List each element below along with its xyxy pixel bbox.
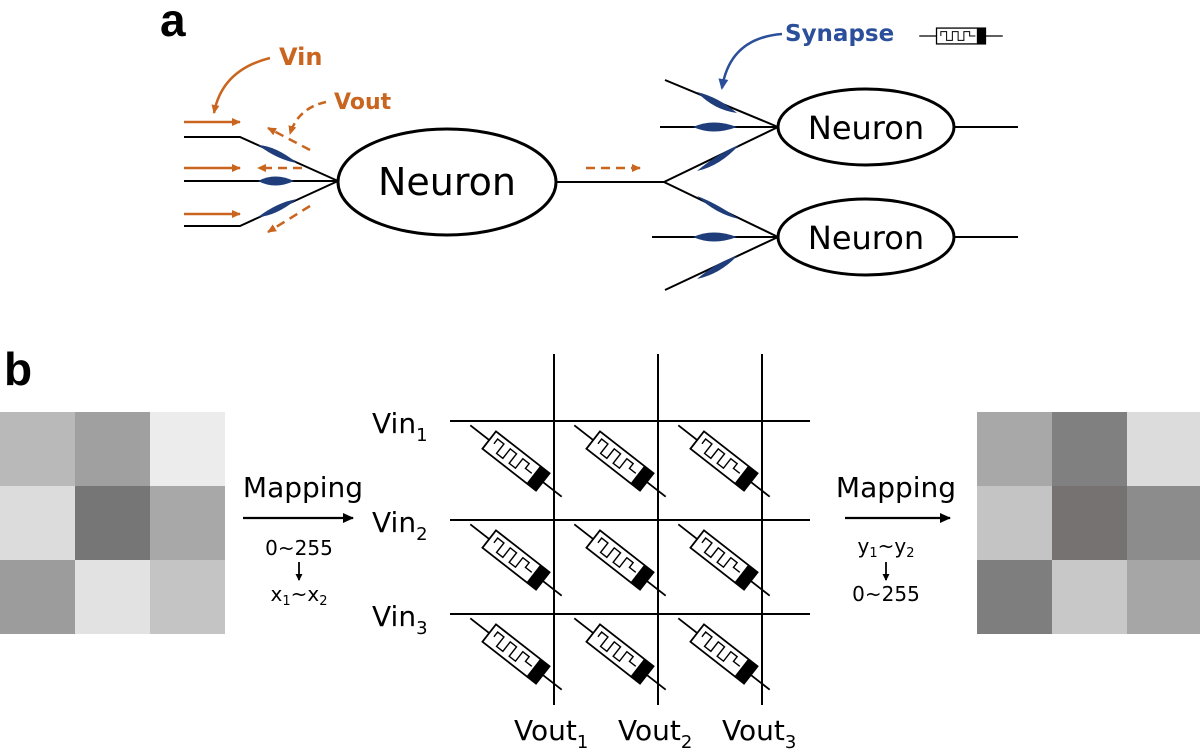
output-pixel-cell (1127, 486, 1200, 560)
crossbar-memristor (566, 608, 674, 700)
mapping-left-range-to: x1~x2 (270, 582, 327, 609)
synapse-shape (693, 122, 737, 132)
crossbar-memristor (566, 514, 674, 606)
memristor-legend-symbol (918, 27, 1004, 45)
synapse-label: Synapse (785, 21, 894, 47)
output-image-grid (977, 412, 1200, 634)
output-pixel-cell (1052, 412, 1127, 486)
input-pixel-cell (150, 412, 225, 486)
input-pixel-cell (150, 486, 225, 560)
input-pixel-cell (0, 486, 75, 560)
vin-pointer-arrow (211, 56, 271, 114)
input-image-grid (0, 412, 225, 634)
output-pixel-cell (1052, 486, 1127, 560)
mapping-right-range-from: y1~y2 (857, 534, 914, 561)
vin-label: Vin (279, 43, 322, 71)
input-pixel-cell (75, 560, 150, 634)
synapse-shape (697, 196, 739, 219)
crossbar-memristor (462, 608, 570, 700)
synapse-shape (697, 92, 737, 113)
input-pixel-cell (75, 412, 150, 486)
synapse-shape (697, 256, 737, 279)
panel-b-letter: b (4, 343, 32, 395)
input-pixel-cell (0, 560, 75, 634)
input-pixel-cell (75, 486, 150, 560)
crossbar-memristor (462, 514, 570, 606)
synapse-shape (258, 145, 297, 163)
vout-column-label: Vout2 (618, 714, 692, 753)
axon (556, 126, 779, 238)
output-pixel-cell (977, 486, 1052, 560)
main-neuron-synapses (258, 145, 297, 217)
vout-column-label: Vout1 (514, 714, 588, 753)
synapse-shape (258, 176, 294, 186)
synapse-shape (697, 145, 739, 171)
neuron-bottom-label: Neuron (808, 219, 924, 257)
vout-pointer-arrow (288, 100, 327, 135)
vin-row-label: Vin2 (372, 506, 428, 545)
crossbar-memristor (670, 415, 778, 507)
synapse-shape (693, 232, 737, 242)
vin-row-label: Vin3 (372, 600, 428, 639)
crossbar-memristor (670, 514, 778, 606)
mapping-right-label: Mapping (836, 471, 956, 504)
bottom-neuron-inputs (652, 236, 779, 291)
crossbar-memristor (566, 415, 674, 507)
mapping-left-label: Mapping (243, 471, 363, 504)
vout-arrows (257, 126, 311, 234)
vout-label: Vout (334, 90, 392, 115)
synapse-pointer-arrow (718, 32, 783, 90)
panel-a-letter: a (160, 0, 186, 46)
crossbar-memristor (670, 608, 778, 700)
vin-row-label: Vin1 (372, 407, 428, 446)
mapping-right-range-to: 0~255 (852, 582, 920, 606)
output-pixel-cell (1127, 560, 1200, 634)
output-pixel-cell (977, 560, 1052, 634)
mapping-left-range-from: 0~255 (265, 536, 333, 560)
output-pixel-cell (1052, 560, 1127, 634)
input-pixel-cell (0, 412, 75, 486)
synapse-shape (258, 199, 297, 217)
input-pixel-cell (150, 560, 225, 634)
neuron-top-label: Neuron (808, 109, 924, 147)
right-neuron-synapses (693, 92, 739, 279)
crossbar-memristor (462, 415, 570, 507)
vout-column-label: Vout3 (722, 714, 796, 753)
output-pixel-cell (1127, 412, 1200, 486)
neuron-main-label: Neuron (378, 160, 516, 204)
output-pixel-cell (977, 412, 1052, 486)
vin-arrows (184, 118, 241, 218)
